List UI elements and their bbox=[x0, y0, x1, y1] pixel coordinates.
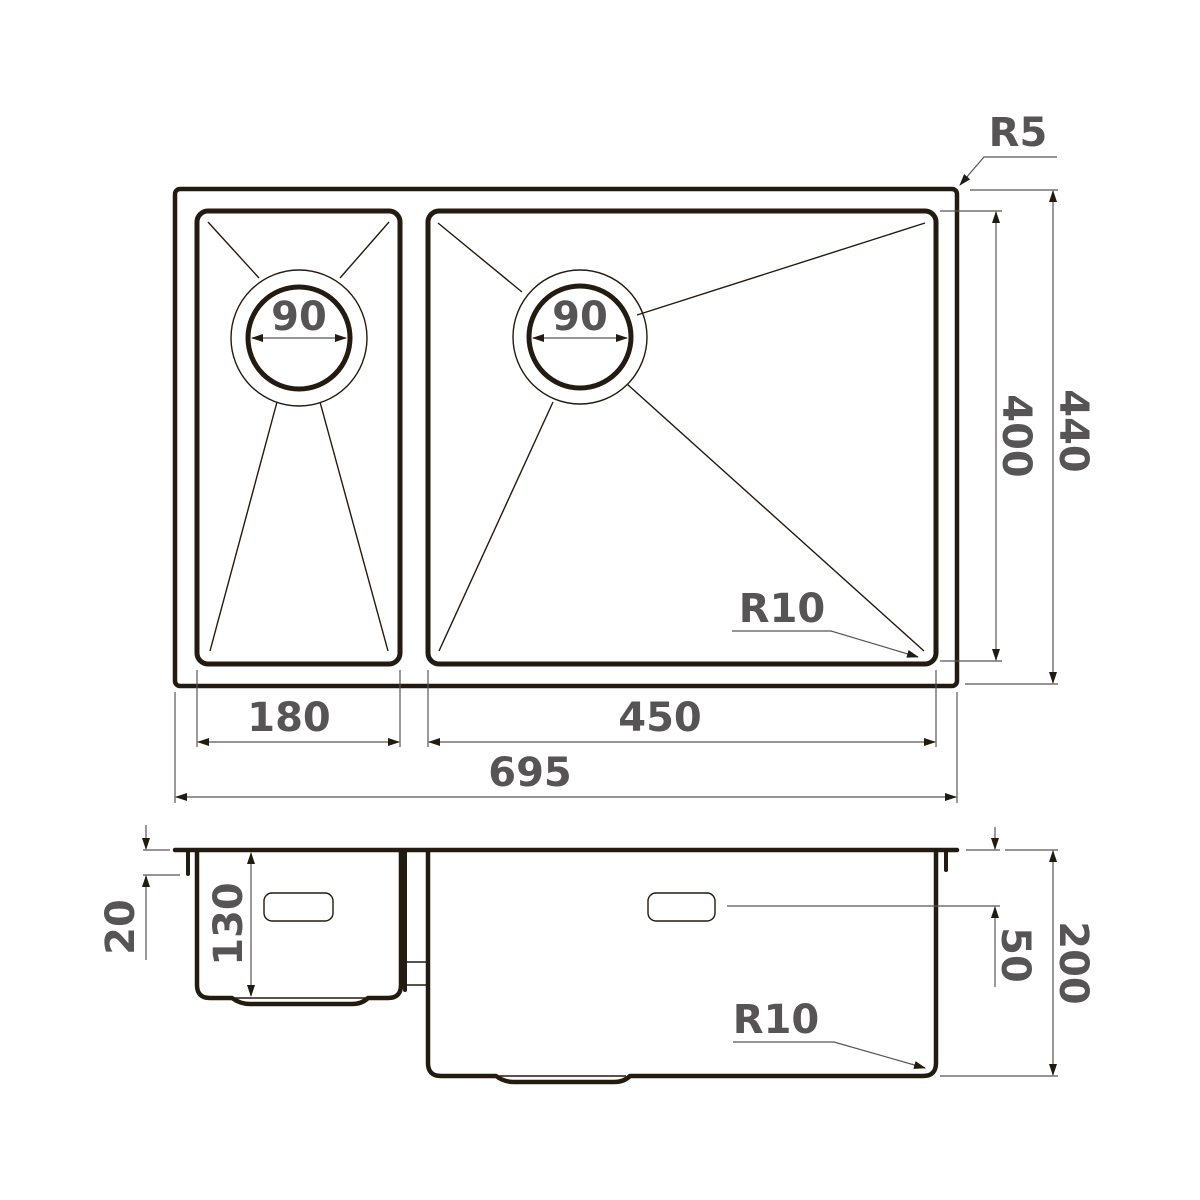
small-bowl-height-dimension: 130 bbox=[206, 852, 255, 997]
overflow-offset-label: 50 bbox=[992, 927, 1038, 983]
right-bowl: 90 bbox=[425, 208, 939, 667]
depth-dimensions: 400 440 bbox=[940, 189, 1096, 685]
small-bowl-height-label: 130 bbox=[206, 882, 252, 966]
r5-label: R5 bbox=[989, 110, 1048, 156]
r10-side-callout: R10 bbox=[733, 997, 926, 1069]
right-bowl-width-label: 450 bbox=[618, 695, 702, 741]
bowl-depth-label: 400 bbox=[993, 394, 1039, 478]
flange-offset-dimension: 20 bbox=[98, 825, 180, 960]
small-bowl-overflow-icon bbox=[263, 892, 334, 922]
large-bowl-height-dimension: 200 bbox=[940, 849, 1096, 1077]
left-drain-icon: 90 bbox=[230, 269, 368, 407]
width-dimensions: 180 450 695 bbox=[174, 670, 958, 803]
large-bowl-overflow-icon bbox=[647, 892, 716, 922]
overflow-offset-dimension: 50 bbox=[727, 827, 1038, 987]
small-bowl-profile bbox=[194, 849, 404, 1007]
r5-callout: R5 bbox=[959, 110, 1057, 186]
overall-width-label: 695 bbox=[488, 750, 572, 796]
left-bowl: 90 bbox=[194, 208, 403, 667]
left-bowl-width-label: 180 bbox=[247, 695, 331, 741]
large-bowl-profile bbox=[425, 849, 939, 1085]
r10-top-callout: R10 bbox=[732, 586, 919, 658]
outer-rim bbox=[172, 186, 960, 689]
r10-top-label: R10 bbox=[739, 586, 825, 632]
overall-depth-label: 440 bbox=[1050, 389, 1096, 473]
large-bowl-height-label: 200 bbox=[1050, 921, 1096, 1005]
right-drain-icon: 90 bbox=[512, 269, 648, 405]
flange-offset-label: 20 bbox=[98, 899, 144, 955]
side-view: 20 130 50 200 R10 bbox=[98, 825, 1096, 1085]
r10-side-label: R10 bbox=[733, 997, 819, 1043]
left-drain-diameter-label: 90 bbox=[271, 294, 327, 340]
top-view: 90 90 R5 R10 bbox=[172, 110, 1096, 803]
right-drain-diameter-label: 90 bbox=[552, 294, 608, 340]
